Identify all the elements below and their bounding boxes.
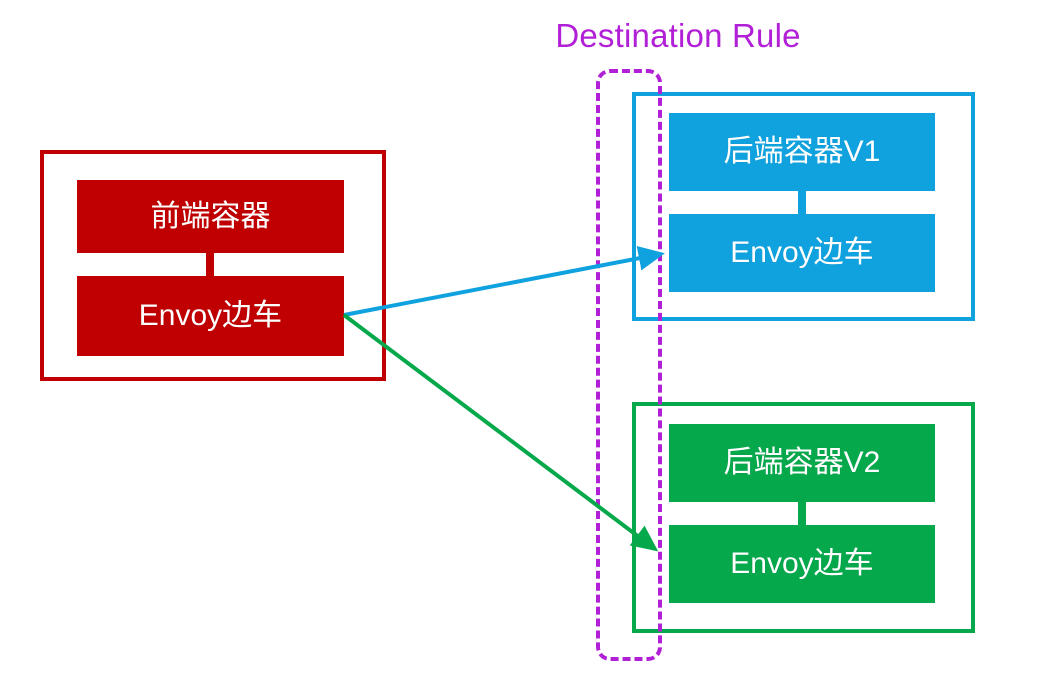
page-title: Destination Rule xyxy=(555,17,801,54)
destination-rule-region xyxy=(596,69,662,661)
backend-v1-envoy-sidecar-box[interactable]: Envoy边车 xyxy=(669,214,935,292)
backend-v1-pod-frame xyxy=(632,92,975,321)
backend-v1-container-box[interactable]: 后端容器V1 xyxy=(669,113,935,191)
frontend-pod-connector xyxy=(206,253,214,277)
backend-v2-envoy-sidecar-box[interactable]: Envoy边车 xyxy=(669,525,935,603)
backend-v2-container-box[interactable]: 后端容器V2 xyxy=(669,424,935,502)
frontend-envoy-sidecar-box[interactable]: Envoy边车 xyxy=(77,276,344,356)
frontend-container-box[interactable]: 前端容器 xyxy=(77,180,344,253)
backend-v2-pod-connector xyxy=(798,502,806,526)
backend-v1-pod-connector xyxy=(798,191,806,215)
